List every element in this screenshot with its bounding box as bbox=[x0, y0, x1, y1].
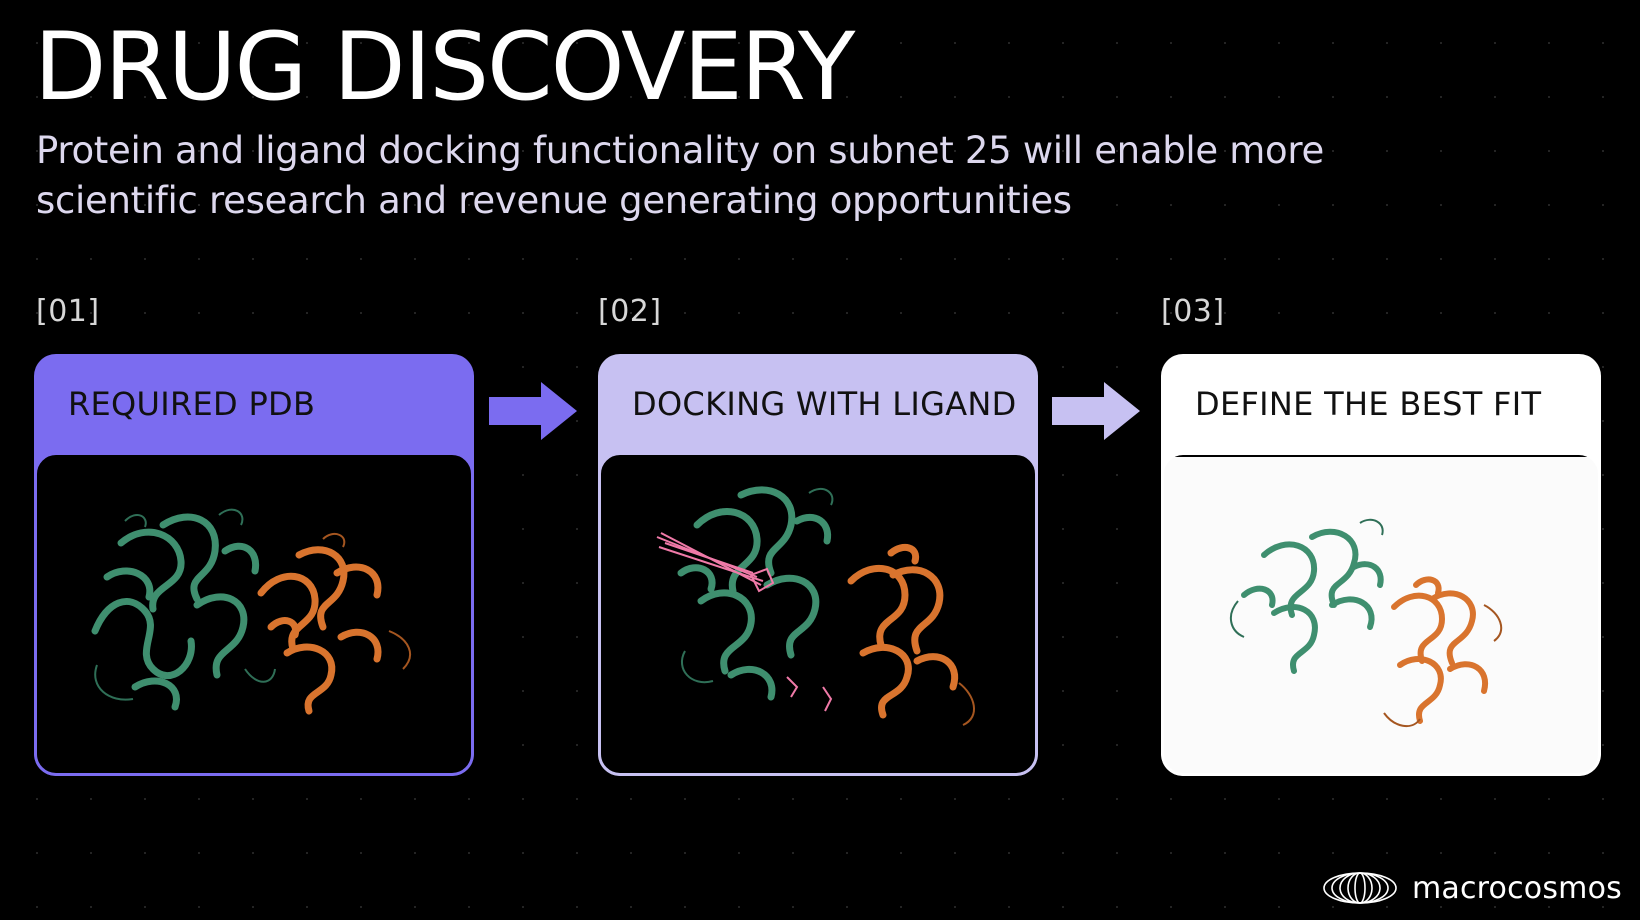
step-card-required-pdb: REQUIRED PDB bbox=[34, 354, 474, 776]
step-number-2: [02] bbox=[598, 294, 662, 329]
step-heading-2: DOCKING WITH LIGAND bbox=[632, 385, 1017, 423]
slide-title: DRUG DISCOVERY bbox=[34, 13, 855, 122]
protein-ligand-docking-illustration bbox=[656, 486, 975, 726]
step-card-define-best-fit: DEFINE THE BEST FIT bbox=[1161, 354, 1601, 776]
slide-subtitle: Protein and ligand docking functionality… bbox=[36, 129, 1324, 222]
step-card-docking-with-ligand: DOCKING WITH LIGAND bbox=[598, 354, 1038, 776]
protein-structure-illustration bbox=[91, 508, 411, 715]
step-heading-3: DEFINE THE BEST FIT bbox=[1195, 385, 1542, 423]
step-number-3: [03] bbox=[1161, 294, 1225, 329]
macrocosmos-logo-icon bbox=[1323, 872, 1397, 904]
right-arrow-icon bbox=[1052, 382, 1140, 440]
right-arrow-icon bbox=[489, 382, 577, 440]
protein-image-panel-2 bbox=[598, 452, 1038, 776]
step-heading-1: REQUIRED PDB bbox=[68, 385, 316, 423]
brand-name: macrocosmos bbox=[1411, 870, 1622, 906]
protein-image-panel-3 bbox=[1161, 452, 1601, 776]
macrocosmos-logo: macrocosmos bbox=[1322, 870, 1622, 906]
step-number-1: [01] bbox=[36, 294, 100, 329]
protein-image-panel-1 bbox=[34, 452, 474, 776]
best-fit-protein-illustration bbox=[1229, 518, 1503, 728]
